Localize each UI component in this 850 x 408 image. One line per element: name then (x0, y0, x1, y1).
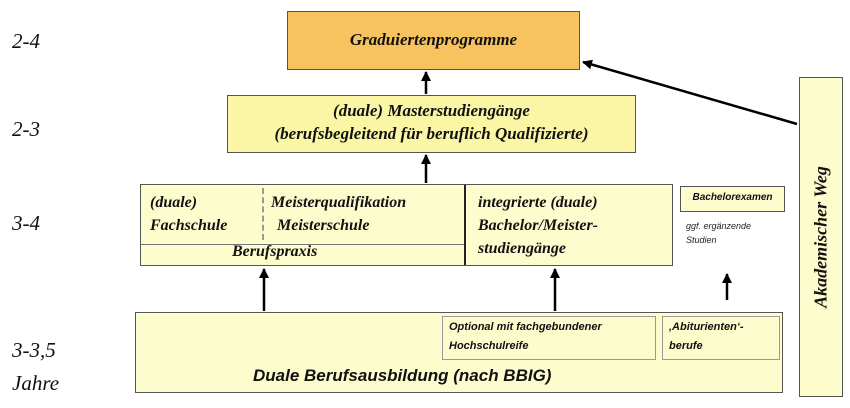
integrated-line3: studiengänge (478, 240, 567, 257)
year-label-unit: Jahre (12, 371, 60, 395)
bachelor-note-line2: Studien (686, 235, 717, 245)
year-label-dual: 3-3,5 (12, 338, 56, 362)
optional-qualification-line1: Optional mit fachgebundener (449, 321, 602, 333)
level3-box (140, 184, 673, 266)
abiturienten-line1: ‚Abiturienten‘- (669, 321, 744, 333)
fachschule-line2: Fachschule (150, 217, 228, 234)
fachschule-meister-divider (262, 188, 264, 240)
master-programs-line2: (berufsbegleitend für beruflich Qualifiz… (274, 124, 589, 143)
integrated-line1: integrierte (duale) (478, 194, 598, 211)
meisterqualifikation-line1: Meisterqualifikation (271, 194, 407, 211)
abiturienten-line2: berufe (669, 340, 703, 352)
master-programs-box (227, 95, 636, 153)
master-programs-line1: (duale) Masterstudiengänge (333, 101, 530, 120)
integrated-divider (464, 185, 466, 265)
bachelor-note-line1: ggf. ergänzende (686, 221, 752, 231)
dual-training-label: Duale Berufsausbildung (nach BBIG) (253, 366, 552, 385)
graduate-programs-box (287, 11, 580, 70)
integrated-line2: Bachelor/Meister- (478, 217, 598, 234)
year-label-level3: 3-4 (12, 211, 40, 235)
meisterqualifikation-line2: Meisterschule (277, 217, 370, 234)
year-label-master: 2-3 (12, 117, 40, 141)
arrow-academic-to-graduate (582, 59, 798, 126)
berufspraxis-divider (141, 244, 465, 245)
abiturienten-box (662, 316, 780, 360)
graduate-programs-label: Graduiertenprogramme (349, 30, 518, 49)
bachelor-exam-box (680, 186, 785, 212)
academic-path-box (799, 77, 843, 397)
fachschule-line1: (duale) (150, 194, 198, 211)
berufspraxis-label: Berufspraxis (232, 243, 318, 260)
optional-qualification-line2: Hochschulreife (449, 340, 529, 352)
year-label-graduate: 2-4 (12, 29, 40, 53)
bachelor-exam-label: Bachelorexamen (692, 192, 773, 203)
optional-qualification-box (442, 316, 656, 360)
